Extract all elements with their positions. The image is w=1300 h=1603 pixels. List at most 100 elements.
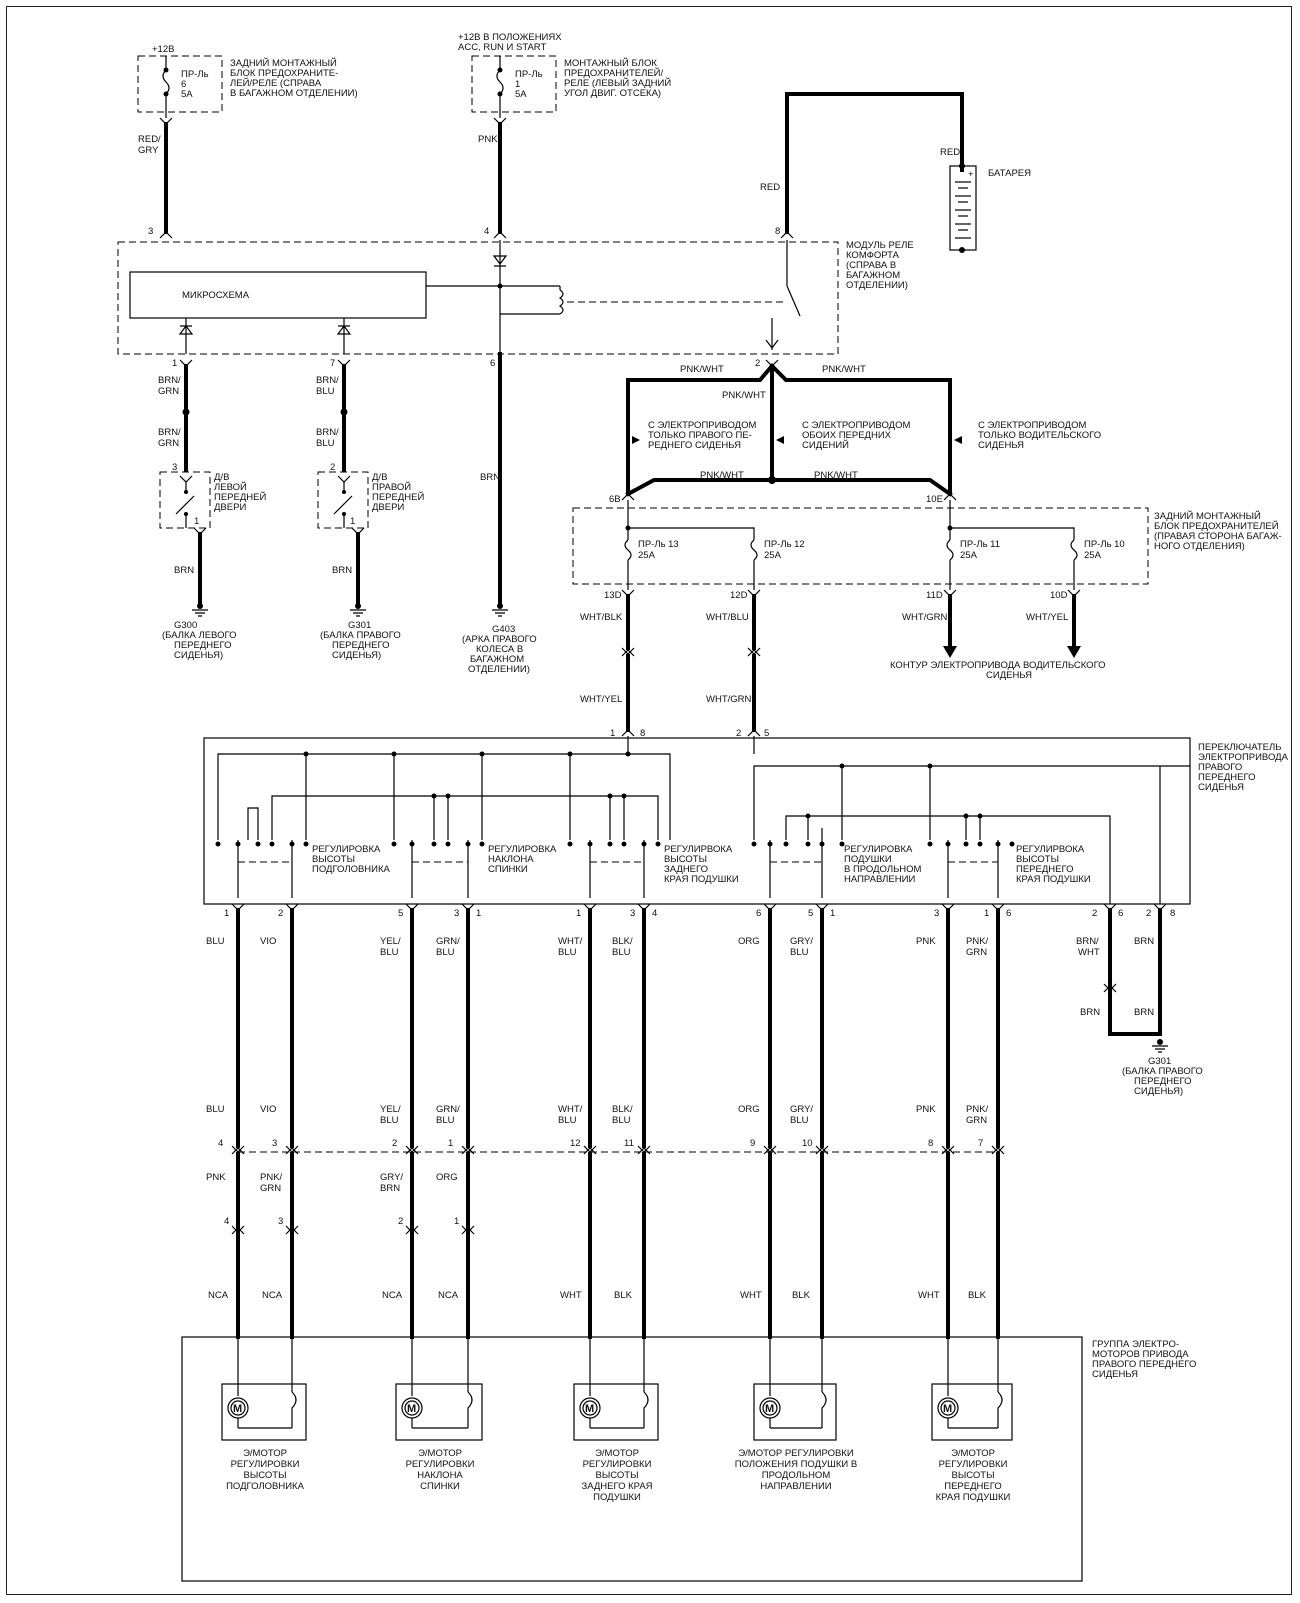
pin-label: 5 [764,728,769,739]
motor-label: Э/МОТОР [243,1448,287,1459]
pin-label: 8 [775,226,780,237]
fuse-6-desc-line: БЛОК ПРЕДОХРАНИТЕ- [230,68,338,79]
option-label: ТОЛЬКО ПРАВОГО ПЕ- [648,430,752,441]
pin-label: 8 [928,1138,933,1149]
supply-label: +12В [152,44,174,55]
fuse-1-desc-line: ПРЕДОХРАНИТЕЛЕЙ/ [564,67,663,79]
section-label: СПИНКИ [488,864,528,875]
section-label: НАКЛОНА [488,854,534,865]
battery-label: БАТАРЕЯ [988,168,1031,179]
fuse-6-desc-line: В БАГАЖНОМ ОТДЕЛЕНИИ) [230,88,358,99]
pin-label: 10Е [926,494,943,505]
ground-icon [1152,1045,1168,1053]
door-switch-right: 7 BRN/ BLU BRN/ BLU 2 Д/В ПРАВОЙ ПЕРЕДНЕ… [316,358,424,661]
pin-label: 10 [802,1138,813,1149]
wire-label: BLU [316,386,335,397]
section-label: НАПРАВЛЕНИИ [844,874,915,885]
door-left-desc: ПЕРЕДНЕЙ [214,491,266,503]
motor-label: ПРОДОЛЬНОМ [762,1470,831,1481]
wire-label: BLU [558,1115,577,1126]
wire-label: BLK [614,1290,633,1301]
fuse-6-symbol [162,69,170,95]
motor-group-desc: СИДЕНЬЯ [1092,1369,1138,1380]
wire-label: BLU [380,947,399,958]
wire-label: WHT/GRN [902,612,948,623]
ground-label: КОЛЕСА В [476,644,523,655]
option-label: С ЭЛЕКТРОПРИВОДОМ [802,420,910,431]
fuse-1-num: 1 [515,79,520,90]
wire-label: GRN/ [436,936,460,947]
pin-label: 6 [756,908,761,919]
fuse-amp: 25А [1084,550,1102,561]
ground-label: ПЕРЕДНЕГО [1134,1076,1191,1087]
diode-icon [178,325,194,335]
motor-group-desc: МОТОРОВ ПРИВОДА [1092,1349,1189,1360]
wire-label: BRN [1080,1007,1100,1018]
pin-label: 13D [604,590,622,601]
wire-label: BRN/ [1076,936,1099,947]
supply-label: ACC, RUN И START [458,42,546,53]
section-label: ВЫСОТЫ [1016,854,1059,865]
ground-label: (БАЛКА ПРАВОГО [320,630,401,641]
driver-circuit-label: СИДЕНЬЯ [986,670,1032,681]
wire-label: GRY/ [380,1172,403,1183]
wire-label: WHT [560,1290,582,1301]
wire-label: NCA [382,1290,403,1301]
section-label: ВЫСОТЫ [664,854,707,865]
wire-label: BRN [1134,1007,1154,1018]
wire-label: BRN/ [316,427,339,438]
pin-label: 1 [476,908,481,919]
wire-label: GRN [966,1115,987,1126]
fuse-1-symbol [496,69,504,95]
motor-group-desc: ГРУППА ЭЛЕКТРО- [1092,1339,1179,1350]
fuse-name: ПР-Ль 13 [638,539,679,550]
pin-label: 1 [610,728,615,739]
motor-label: ПОДГОЛОВНИКА [226,1481,305,1492]
relay-contact-icon [786,285,801,317]
ground-label: БАГАЖНОМ [470,654,524,665]
pin-label: 4 [224,1216,229,1227]
wire-label: WHT/BLK [580,612,623,623]
motor-label: РЕГУЛИРОВКИ [231,1459,300,1470]
wire-label: BRN/ [158,375,181,386]
wire-label: PNK/WHT [814,470,858,481]
ground-label: ОТДЕЛЕНИИ) [468,664,530,675]
ground-label: СИДЕНЬЯ) [174,650,223,661]
pin-label: 1 [830,908,835,919]
pin-label: 4 [218,1138,223,1149]
motor-label: Э/МОТОР РЕГУЛИРОВКИ [738,1448,853,1459]
wire-label: BLK [968,1290,987,1301]
motor-label: РЕГУЛИРОВКИ [583,1459,652,1470]
fuse-name: ПР-Ль 10 [1084,539,1125,550]
diode-icon [336,325,352,335]
fuse-10: ПР-Ль 10 25А 10D [1050,539,1125,601]
wire-label: BLU [206,1104,225,1115]
option-label: С ЭЛЕКТРОПРИВОДОМ [648,420,756,431]
fuse-11: ПР-Ль 11 25А 11D [926,539,1000,601]
wire-label: PNK/WHT [700,470,744,481]
motor-label: РЕГУЛИРОВКИ [406,1459,475,1470]
rear-fuse-block: ЗАДНИЙ МОНТАЖНЫЙ БЛОК ПРЕДОХРАНИТЕЛЕЙ (П… [572,493,1282,739]
switch-desc: ПЕРЕДНЕГО [1198,772,1255,783]
pin-label: 3 [630,908,635,919]
section-label: КРАЯ ПОДУШКИ [664,874,739,885]
pin-label: 2 [278,908,283,919]
pin-label: 2 [1146,908,1151,919]
ground-label: G403 [492,624,515,635]
fuse-12: ПР-Ль 12 25А 12D [730,539,805,601]
pin-label: 1 [350,516,355,527]
fuse-1-group: +12В В ПОЛОЖЕНИЯХ ACC, RUN И START ПР-Ль… [458,32,671,239]
pin-label: 3 [148,226,153,237]
pin-label: 10D [1050,590,1068,601]
wire-label: WHT/GRN [706,694,752,705]
switch-contacts [215,841,1015,847]
section-label: РЕГУЛИРОВКА [844,844,913,855]
fuse-name: ПР-Ль 12 [764,539,805,550]
